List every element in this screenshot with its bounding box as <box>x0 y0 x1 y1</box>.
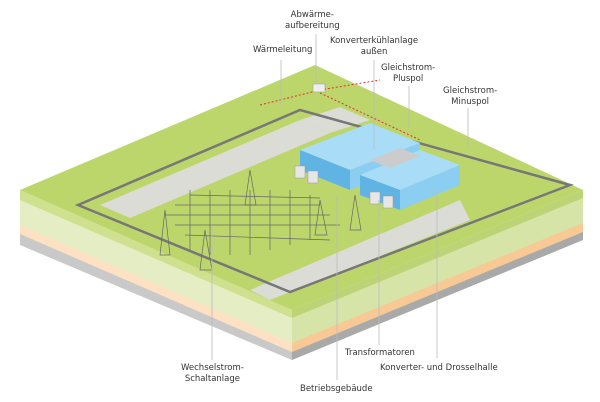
fence <box>74 108 574 294</box>
heat-recovery-unit <box>312 83 326 93</box>
transformers <box>294 165 394 209</box>
heat-line <box>259 79 421 141</box>
ground-layers <box>20 190 583 360</box>
label-betriebsgebaeude: Betriebsgebäude <box>300 384 373 394</box>
label-konverterhalle: Konverter- und Drosselhalle <box>380 363 498 373</box>
leader-lines <box>211 34 469 380</box>
label-waermeleitung: Wärmeleitung <box>253 45 313 55</box>
label-wechselstrom: Wechselstrom- Schaltanlage <box>181 363 244 384</box>
label-konverterkuehlanlage: Konverterkühlanlage außen <box>330 36 419 57</box>
label-pluspol: Gleichstrom- Pluspol <box>381 63 436 84</box>
label-minuspol: Gleichstrom- Minuspol <box>443 86 498 107</box>
label-abwaerme: Abwärme- aufbereitung <box>285 10 340 31</box>
ac-switchyard <box>159 169 362 271</box>
label-transformatoren: Transformatoren <box>345 348 415 358</box>
